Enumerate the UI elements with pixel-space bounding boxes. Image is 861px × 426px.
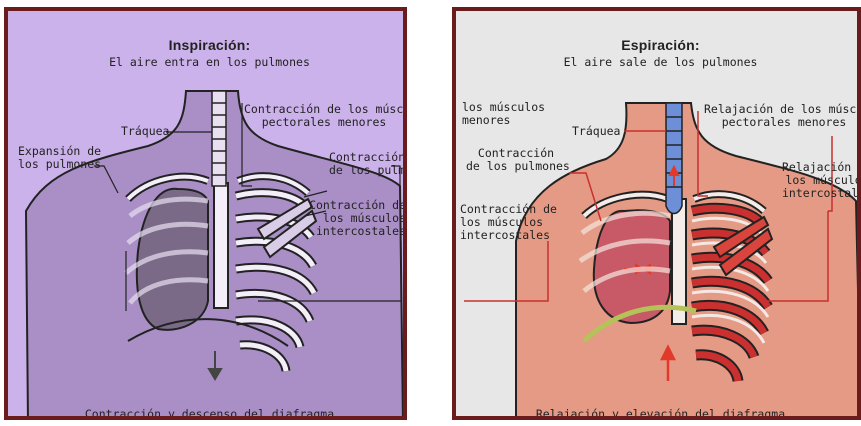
sternum — [214, 183, 228, 308]
expiration-title: Espiración: — [456, 39, 861, 52]
label-trachea: Tráquea — [121, 125, 169, 138]
label-lung-contraction: Contracción de los pulmones — [466, 147, 566, 173]
inspiration-caption: Contracción y descenso del diafragma — [8, 408, 407, 420]
torso-silhouette — [516, 103, 861, 420]
inspiration-panel: Inspiración: El aire entra en los pulmon… — [4, 7, 407, 420]
label-minor-muscles: los músculos menores — [462, 101, 545, 127]
label-intercostal-contraction: Contracción de los músculos intercostale… — [460, 203, 557, 242]
inspiration-title: Inspiración: — [8, 39, 407, 52]
expiration-caption: Relajación y elevación del diafragma — [456, 408, 861, 420]
label-lung-contraction: Contracción de los pulmon — [329, 151, 407, 177]
trachea — [212, 91, 226, 186]
expiration-subtitle: El aire sale de los pulmones — [456, 56, 861, 69]
inspiration-subtitle: El aire entra en los pulmones — [8, 56, 407, 69]
label-pectorals-relaxation: Relajación de los músculos pectorales me… — [704, 103, 861, 129]
label-lung-expansion: Expansión de los pulmones — [18, 145, 101, 171]
label-intercostal-relaxation: Relajación de los músculos intercostales — [782, 161, 861, 200]
label-intercostal-contraction: Contracción de los músculos intercostale… — [308, 199, 406, 238]
trachea — [666, 103, 682, 214]
label-pectorals-contraction: Contracción de los músculos pectorales m… — [244, 103, 404, 129]
label-trachea: Tráquea — [572, 125, 620, 138]
expiration-panel: Espiración: El aire sale de los pulmones… — [452, 7, 861, 420]
